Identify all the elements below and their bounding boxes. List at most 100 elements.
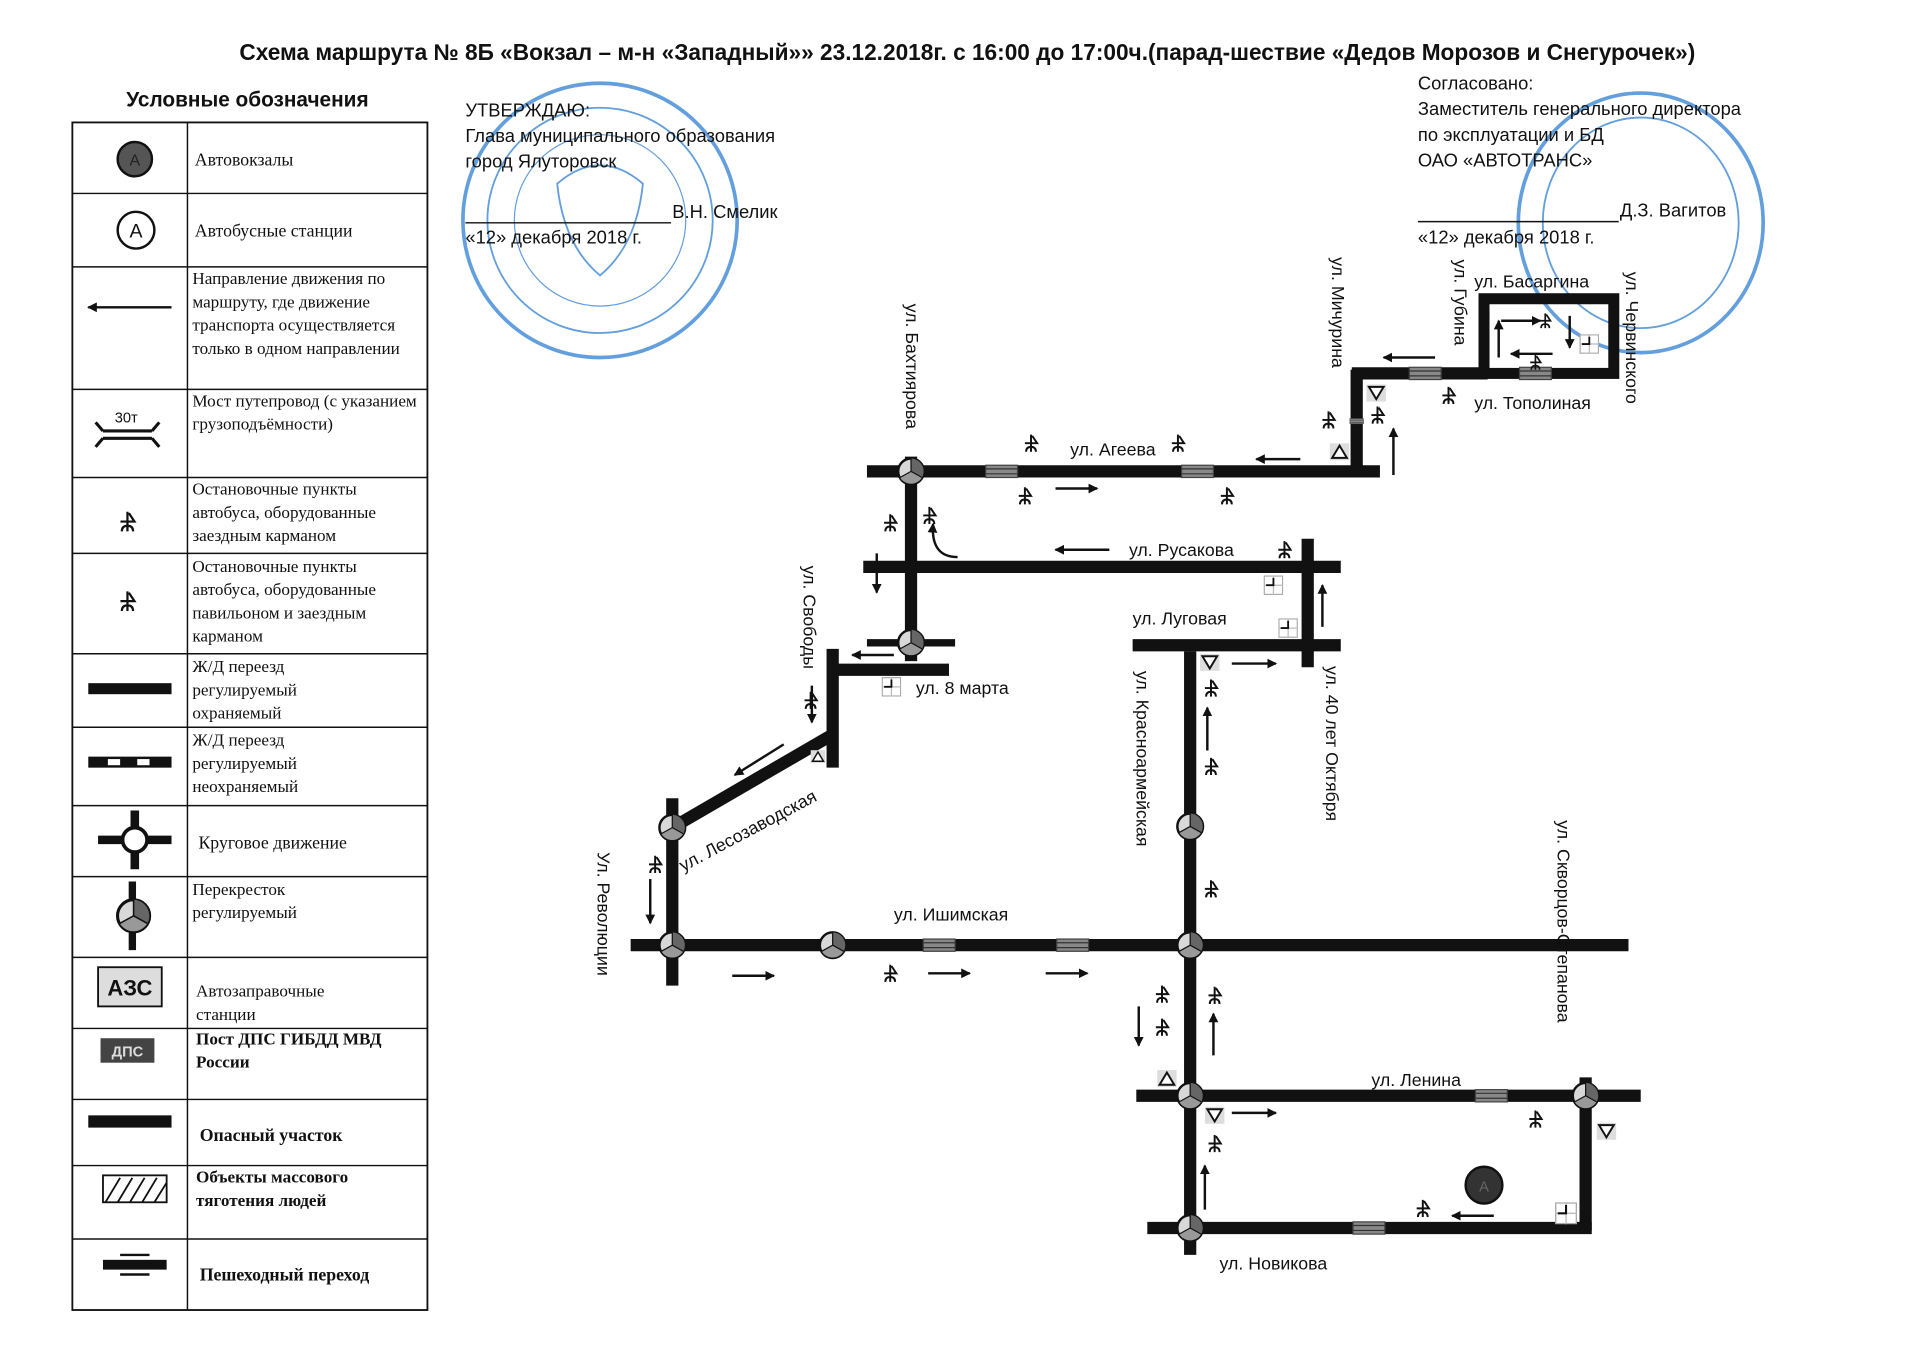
- legend-label: Автозаправочные станции: [196, 983, 325, 1025]
- pedestrian-crossing-icon: [1352, 1221, 1386, 1235]
- bus-stop-icon: [1321, 410, 1336, 430]
- svg-text:А: А: [1479, 1179, 1489, 1195]
- guarded-crossing-icon: [88, 683, 172, 695]
- legend-label: Перекресток регулируемый: [192, 881, 297, 924]
- pedestrian-crossing-icon: [102, 1253, 167, 1276]
- parking-icon: [1278, 618, 1298, 638]
- police-post-icon: ДПС: [100, 1038, 155, 1063]
- svg-text:ДПС: ДПС: [112, 1045, 144, 1061]
- stamp-left: [461, 81, 740, 360]
- svg-text:А: А: [129, 221, 143, 243]
- bus-station-marker: А: [1464, 1165, 1504, 1205]
- traffic-light-icon: [896, 628, 926, 657]
- parking-icon: [1263, 575, 1284, 596]
- bus-stop-icon: [1529, 354, 1542, 371]
- approve-signer: В.Н. Смелик: [672, 201, 778, 222]
- bus-stop-icon: [1203, 756, 1219, 776]
- street-label: ул. Свободы: [799, 566, 819, 669]
- traffic-light-icon: [1571, 1081, 1600, 1110]
- pedestrian-crossing-icon: [1408, 366, 1442, 381]
- street-label: ул. Лесозаводская: [676, 786, 820, 875]
- approve-org: город Ялуторовск: [465, 151, 617, 172]
- stamp-right: [1516, 91, 1765, 355]
- legend: Условные обозначения А А 30т: [71, 89, 429, 1311]
- bus-stop-icon: [1203, 879, 1219, 899]
- legend-label: Автовокзалы: [195, 149, 294, 169]
- agree-dept: по эксплуатации и БД: [1418, 124, 1604, 145]
- give-way-icon: [1199, 653, 1220, 671]
- gas-station-icon: АЗС: [97, 966, 163, 1008]
- street-label: ул. Басаргина: [1474, 272, 1589, 292]
- bus-terminal-icon: А: [116, 140, 154, 178]
- agree-org: ОАО «АВТОТРАНС»: [1418, 150, 1592, 171]
- bus-stop-icon: [922, 505, 937, 525]
- street-label: ул. Луговая: [1133, 608, 1227, 628]
- agree-date: «12» декабря 2018 г.: [1418, 227, 1595, 248]
- legend-label: Мост путепровод (с указанием грузоподъём…: [192, 393, 417, 435]
- give-way-icon: [1329, 443, 1350, 461]
- street-label: ул. 40 лет Октября: [1322, 666, 1342, 821]
- approve-heading: УТВЕРЖДАЮ:: [465, 99, 590, 120]
- street-label: ул. Мичурина: [1328, 257, 1348, 368]
- svg-text:А: А: [130, 152, 141, 169]
- legend-label: Автобусные станции: [195, 220, 353, 240]
- street-label: ул. Тополиная: [1474, 393, 1591, 413]
- legend-label: Остановочные пункты автобуса, оборудован…: [192, 558, 377, 647]
- street-label: ул. Красноармейская: [1132, 671, 1152, 847]
- street-label: ул. Ленина: [1371, 1070, 1461, 1090]
- bus-stop-icon: [1154, 984, 1170, 1004]
- bus-stop-icon: [883, 963, 898, 983]
- traffic-light-icon: [658, 931, 687, 960]
- approval-block: УТВЕРЖДАЮ: Глава муниципального образова…: [465, 99, 779, 248]
- bus-stop-icon: [1023, 433, 1039, 453]
- pedestrian-crossing-icon: [1474, 1089, 1508, 1103]
- street-label: ул. Ишимская: [894, 905, 1008, 925]
- parking-icon: [1579, 334, 1600, 354]
- legend-label: Ж/Д переезд регулируемый охраняемый: [192, 658, 297, 724]
- traffic-light-icon: [896, 457, 926, 486]
- direction-arrows: [645, 315, 1575, 1221]
- bus-stop-icon: [883, 513, 898, 533]
- legend-label: Пост ДПС ГИБДД МВД России: [196, 1030, 382, 1073]
- bridge-icon: 30т: [94, 410, 161, 448]
- street-label: ул. Русакова: [1129, 540, 1234, 560]
- bus-stop-icon: [1170, 433, 1186, 453]
- bus-stop-icon: [1441, 385, 1456, 406]
- legend-label: Круговое движение: [198, 832, 347, 852]
- street-label: ул. Новикова: [1220, 1254, 1328, 1274]
- traffic-light-icon: [1176, 1081, 1205, 1110]
- svg-text:АЗС: АЗС: [107, 975, 152, 1000]
- svg-text:30т: 30т: [115, 410, 138, 426]
- pedestrian-crossing-icon: [1349, 417, 1365, 426]
- bus-stop-icon: [1207, 985, 1222, 1005]
- danger-zone-icon: [88, 1115, 172, 1128]
- agreement-block: Согласовано: Заместитель генерального ди…: [1417, 72, 1742, 248]
- street-label: ул. Червинского: [1622, 272, 1642, 404]
- bus-stop-icon: [1154, 1017, 1170, 1037]
- bus-stop-icon: [1017, 486, 1032, 506]
- traffic-light-icon: [818, 931, 847, 960]
- bus-stop-pavilion-icon: [119, 590, 136, 613]
- give-way-icon: [810, 749, 826, 764]
- approve-position: Глава муниципального образования: [465, 125, 775, 146]
- unguarded-crossing-icon: [88, 756, 172, 768]
- bus-stop-icon: [1203, 678, 1219, 698]
- bus-stop-icon: [1528, 1109, 1543, 1129]
- parking-icon: [881, 677, 902, 697]
- page-title: Схема маршрута № 8Б «Вокзал – м-н «Запад…: [239, 39, 1695, 65]
- legend-label: Остановочные пункты автобуса, оборудован…: [192, 481, 377, 547]
- bus-stop-icon: [648, 854, 663, 874]
- agree-signer: Д.З. Вагитов: [1620, 200, 1726, 221]
- legend-label: Объекты массового тяготения людей: [196, 1169, 349, 1211]
- legend-label: Направление движения по маршруту, где дв…: [192, 270, 400, 359]
- street-label: ул. Агеева: [1070, 439, 1156, 459]
- u-turn-arrow-icon: [927, 522, 958, 559]
- pedestrian-crossing-icon: [985, 464, 1019, 479]
- mass-attraction-icon: [102, 1174, 168, 1204]
- legend-label: Опасный участок: [200, 1125, 344, 1145]
- traffic-light-icon: [658, 813, 687, 842]
- agree-position: Заместитель генерального директора: [1418, 98, 1742, 119]
- legend-label: Пешеходный переход: [200, 1265, 370, 1285]
- pedestrian-crossings: [922, 366, 1552, 1235]
